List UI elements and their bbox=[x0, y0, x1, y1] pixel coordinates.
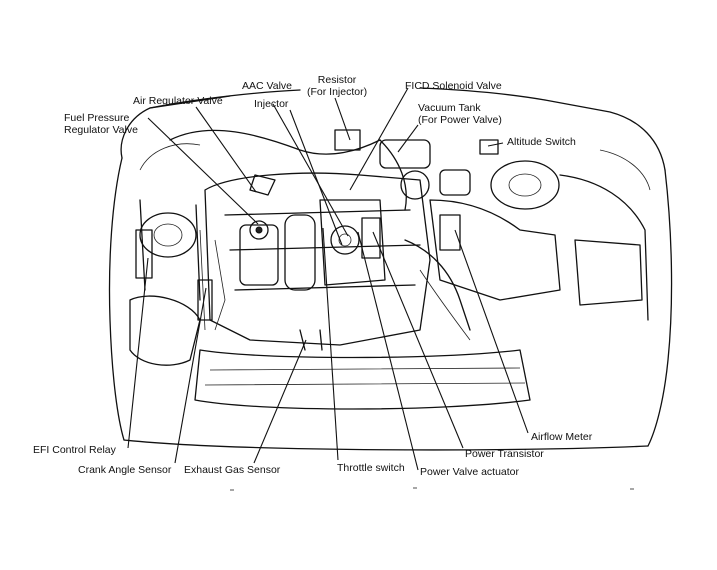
label-injector: Injector bbox=[254, 98, 289, 110]
label-exhaust-gas-sensor: Exhaust Gas Sensor bbox=[184, 464, 281, 476]
engine-block bbox=[197, 172, 431, 346]
page-marks bbox=[230, 487, 634, 491]
label-resistor: Resistor (For Injector) bbox=[307, 74, 368, 98]
label-airflow-meter: Airflow Meter bbox=[531, 431, 593, 443]
leader-lines bbox=[127, 87, 529, 471]
label-crank-angle-sensor: Crank Angle Sensor bbox=[78, 464, 172, 476]
label-throttle-switch: Throttle switch bbox=[337, 462, 405, 474]
label-power-valve-actuator: Power Valve actuator bbox=[420, 466, 520, 478]
left-strut-tower bbox=[129, 199, 201, 366]
label-altitude-switch: Altitude Switch bbox=[507, 136, 576, 148]
hoses-and-components bbox=[169, 129, 561, 341]
label-efi-control-relay: EFI Control Relay bbox=[33, 444, 116, 456]
label-aac-valve: AAC Valve bbox=[242, 80, 292, 92]
body-outline bbox=[108, 87, 673, 451]
label-power-transistor: Power Transistor bbox=[465, 448, 544, 460]
label-air-regulator-valve: Air Regulator Valve bbox=[133, 95, 223, 107]
right-strut-tower bbox=[490, 160, 649, 321]
label-ficd-solenoid-valve: FICD Solenoid Valve bbox=[405, 80, 502, 92]
radiator-area bbox=[194, 329, 531, 410]
label-vacuum-tank: Vacuum Tank (For Power Valve) bbox=[418, 102, 502, 126]
label-fuel-pressure-regulator-valve: Fuel Pressure Regulator Valve bbox=[64, 112, 138, 136]
